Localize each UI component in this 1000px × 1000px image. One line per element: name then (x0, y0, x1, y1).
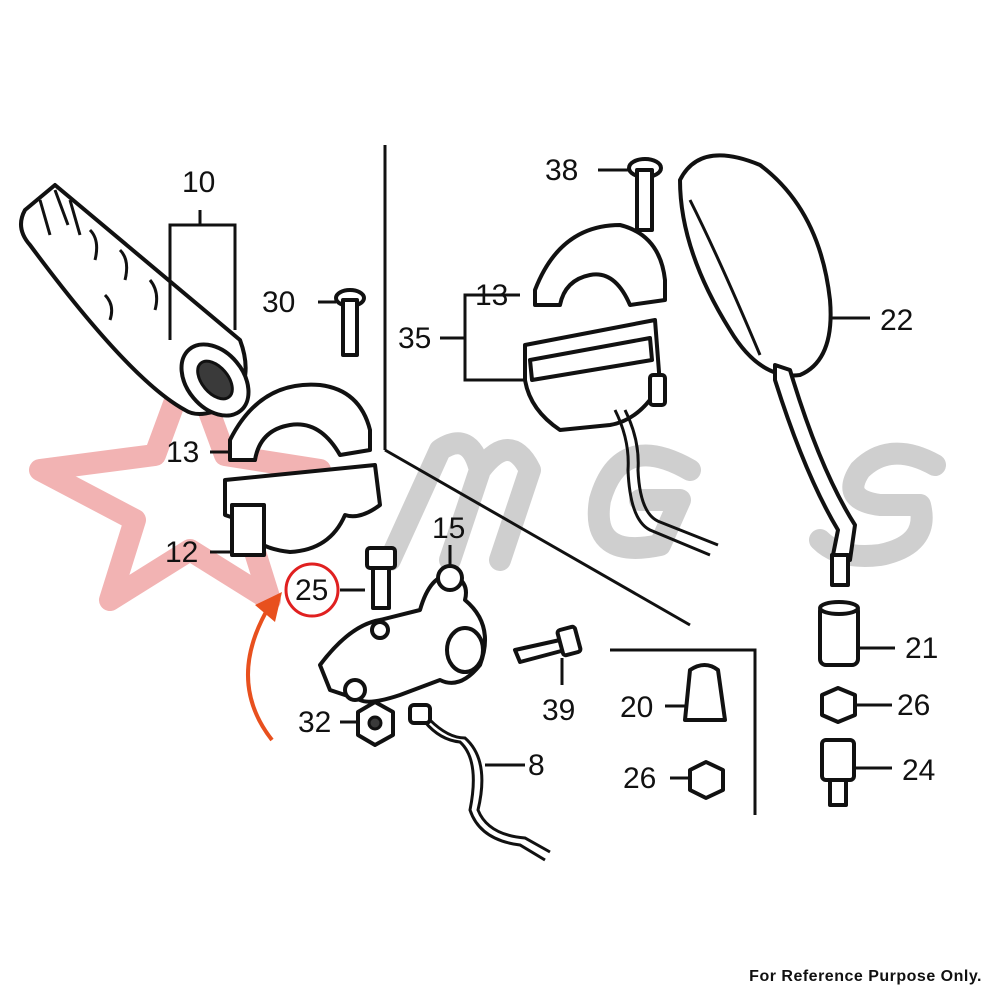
callout-30: 30 (262, 286, 295, 319)
switch-wire (408, 703, 551, 862)
bolt-25 (284, 546, 397, 618)
nut-26-lower (670, 760, 725, 800)
callout-8: 8 (528, 749, 545, 782)
stud-24 (820, 738, 892, 807)
callout-13-right: 13 (475, 279, 508, 312)
pointer-arrow (246, 592, 282, 742)
reference-note: For Reference Purpose Only. (749, 968, 982, 985)
watermark-letters (379, 432, 946, 571)
callout-38: 38 (545, 154, 578, 187)
mirror (678, 153, 870, 587)
lever-bracket (318, 545, 487, 704)
highlight-ring (284, 562, 340, 618)
nut-26-upper (820, 686, 892, 724)
callout-24: 24 (902, 754, 935, 787)
upper-clamp-left (210, 382, 372, 462)
watermark (29, 349, 946, 611)
screw-38 (598, 157, 663, 232)
callout-15: 15 (432, 512, 465, 545)
cap-20 (665, 663, 727, 722)
callout-26-upper: 26 (897, 689, 930, 722)
section-dividers (383, 145, 757, 815)
nut-32 (340, 700, 395, 747)
callout-25: 25 (295, 574, 328, 607)
callout-21: 21 (905, 632, 938, 665)
callout-35: 35 (398, 322, 431, 355)
lower-clamp (210, 463, 382, 557)
callout-20: 20 (620, 691, 653, 724)
callout-10: 10 (182, 166, 215, 199)
watermark-star-icon (29, 349, 331, 611)
callout-labels: 10 30 13 12 25 15 32 8 39 38 13 35 22 21… (165, 154, 938, 795)
bolt-39 (513, 624, 583, 685)
switch-housing-assembly (440, 223, 719, 557)
grip (19, 183, 251, 418)
callout-13-left: 13 (166, 436, 199, 469)
adaptor-21 (818, 600, 895, 667)
callout-12: 12 (165, 536, 198, 569)
callout-32: 32 (298, 706, 331, 739)
screw-30 (318, 288, 366, 357)
callout-22: 22 (880, 304, 913, 337)
callout-39: 39 (542, 694, 575, 727)
callout-26-lower: 26 (623, 762, 656, 795)
